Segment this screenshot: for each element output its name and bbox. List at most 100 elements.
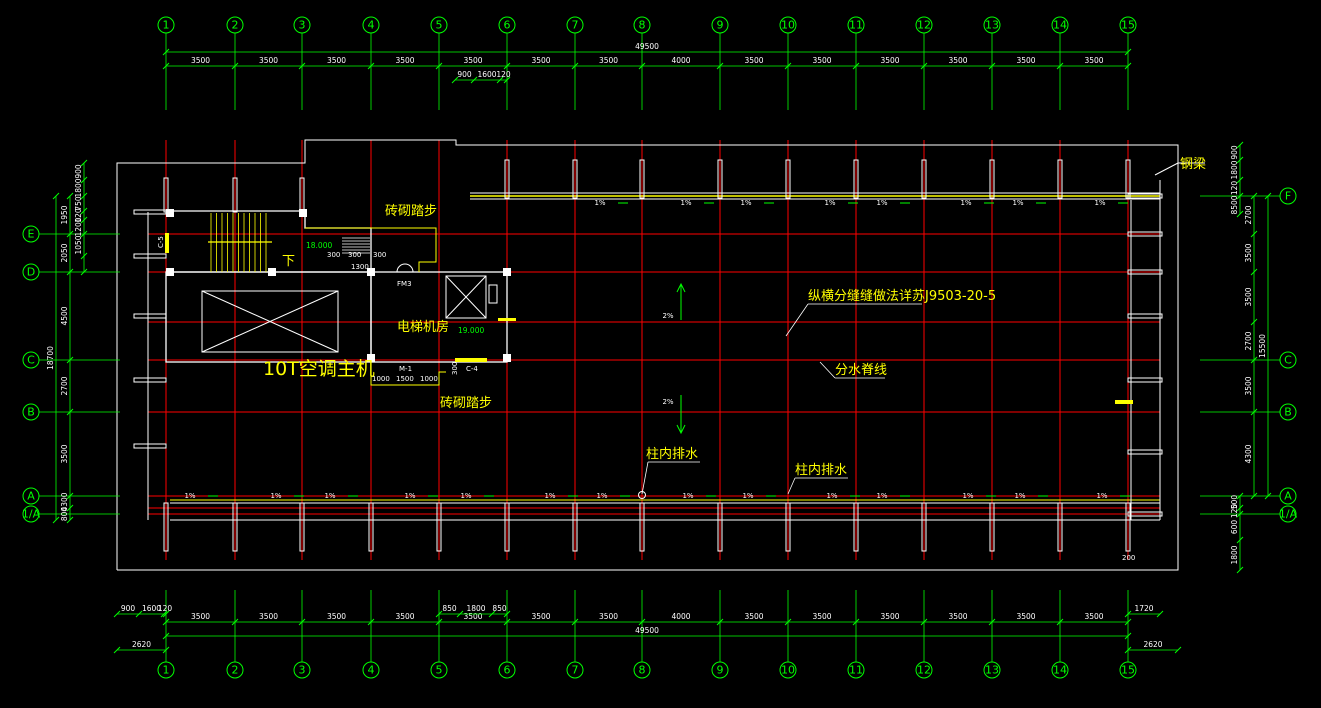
row-axis-left-3-label: C [27,354,35,367]
top-sub-label-2: 120 [496,70,511,79]
stair-dim-4: 1300 [351,263,369,271]
col-axis-bottom-15-circle [1119,661,1137,679]
left-spans-label-6: 800 [60,507,69,522]
brick-steps-top-label: 砖砌踏步 [385,204,437,219]
bottom-left-sub-tick-0 [113,610,121,618]
col-axis-bottom-5-label: 5 [436,664,443,677]
bottom-slope-0: 1% [184,492,195,500]
ridge-leader [819,361,836,379]
right-yellow-mark [1115,400,1133,404]
col-axis-top-10-label: 10 [781,19,795,32]
left-spans-tick-7 [66,516,74,524]
column-top-14 [1057,159,1063,199]
top-spans-tick-6 [571,62,579,70]
bottom-left-total-tick-1 [162,646,170,654]
bottom-spans-label-12: 3500 [1016,612,1035,621]
column-node-4 [367,268,375,276]
window-c5-label: C-5 [157,236,165,248]
top-sub-label-1: 1600 [477,70,496,79]
window-c4-label: C-4 [466,365,478,373]
top-spans-tick-10 [852,62,860,70]
left-sub-label-5: 1050 [74,235,83,254]
col-axis-bottom-4-label: 4 [368,664,375,677]
bottom-mid-sub-tick-0 [435,610,443,618]
row-axis-right-3-circle [1279,351,1297,369]
top-spans-tick-12 [988,62,996,70]
bottom-spans-label-5: 3500 [531,612,550,621]
col-axis-bottom-6-label: 6 [504,664,511,677]
column-top-7 [572,159,578,199]
right-stub-0 [1127,193,1163,199]
top-spans-label-4: 3500 [463,56,482,65]
right-total-tick-0 [1264,192,1272,200]
left-spans-label-4: 3500 [60,444,69,463]
col-axis-top-15-circle [1119,16,1137,34]
top-spans-label-12: 3500 [1016,56,1035,65]
slope-arrowhead-down [676,424,686,435]
door-dim-1: 1000 [372,375,390,383]
bottom-spans-label-10: 3500 [880,612,899,621]
bottom-left-sub-label-1: 1600 [142,604,161,613]
right-spans-tick-1 [1250,230,1258,238]
window-c5 [165,233,169,253]
top-sub-tick-0 [451,76,459,84]
hvac-host-label: 10T空调主机 [263,358,375,380]
bottom-slope-2: 1% [324,492,335,500]
window-c4 [455,358,487,362]
col-axis-top-1-circle [157,16,175,34]
column-bottom-4 [368,502,374,552]
stair-dim-1: 300 [327,251,340,259]
bottom-mid-sub-tick-1 [456,610,464,618]
col-axis-bottom-13-circle [983,661,1001,679]
right-spans-tick-2 [1250,268,1258,276]
right-stub-2 [1127,269,1163,275]
stair-dim-3: 300 [373,251,386,259]
right-sub-bottom-tick-4 [1236,566,1244,574]
brick-steps-bottom-label: 砖砌踏步 [440,396,492,411]
shaft-yellow-mark [498,318,516,321]
left-sub-label-1: 1800 [74,178,83,197]
col-axis-bottom-2-label: 2 [232,664,239,677]
door-dim-3: 1000 [420,375,438,383]
column-bottom-8 [639,502,645,552]
col-axis-top-1-label: 1 [163,19,170,32]
elevator-counterweight [488,284,498,304]
bottom-slope-11: 1% [962,492,973,500]
column-bottom-12 [921,502,927,552]
column-node-7 [503,354,511,362]
bottom-mid-sub-label-2: 850 [492,604,507,613]
bottom-spans-label-2: 3500 [327,612,346,621]
col-axis-top-9-label: 9 [717,19,724,32]
top-spans-tick-5 [503,62,511,70]
column-top-6 [504,159,510,199]
bottom-left-sub-tick-2 [160,610,168,618]
col-axis-bottom-9-circle [711,661,729,679]
column-bottom-2 [232,502,238,552]
row-axis-left-1-label: E [28,228,35,241]
left-spans-tick-4 [66,408,74,416]
col-axis-top-4-label: 4 [368,19,375,32]
bottom-spans-tick-10 [852,618,860,626]
stair-dim-2: 300 [348,251,361,259]
bottom-spans-tick-13 [1056,618,1064,626]
shaft-diag-2 [445,275,487,319]
column-node-0 [166,209,174,217]
right-spans-label-4: 3500 [1244,376,1253,395]
top-spans-label-10: 3500 [880,56,899,65]
row-axis-left-3-circle [22,351,40,369]
bottom-spans-label-9: 3500 [812,612,831,621]
top-spans-label-11: 3500 [948,56,967,65]
column-top-11 [853,159,859,199]
door-fm3-label: FM3 [397,280,412,288]
row-axis-right-4-label: B [1284,406,1292,419]
brick-steps-bottom [370,362,446,386]
bottom-total-label-0: 49500 [635,626,659,635]
left-sub-tick-7 [80,268,88,276]
col-axis-top-8-label: 8 [639,19,646,32]
right-sub-top-label-3: 8500 [1230,195,1239,214]
column-node-1 [299,209,307,217]
col-axis-bottom-12-circle [915,661,933,679]
right-spans-tick-6 [1250,492,1258,500]
bottom-slope-9: 1% [826,492,837,500]
top-spans-label-5: 3500 [531,56,550,65]
